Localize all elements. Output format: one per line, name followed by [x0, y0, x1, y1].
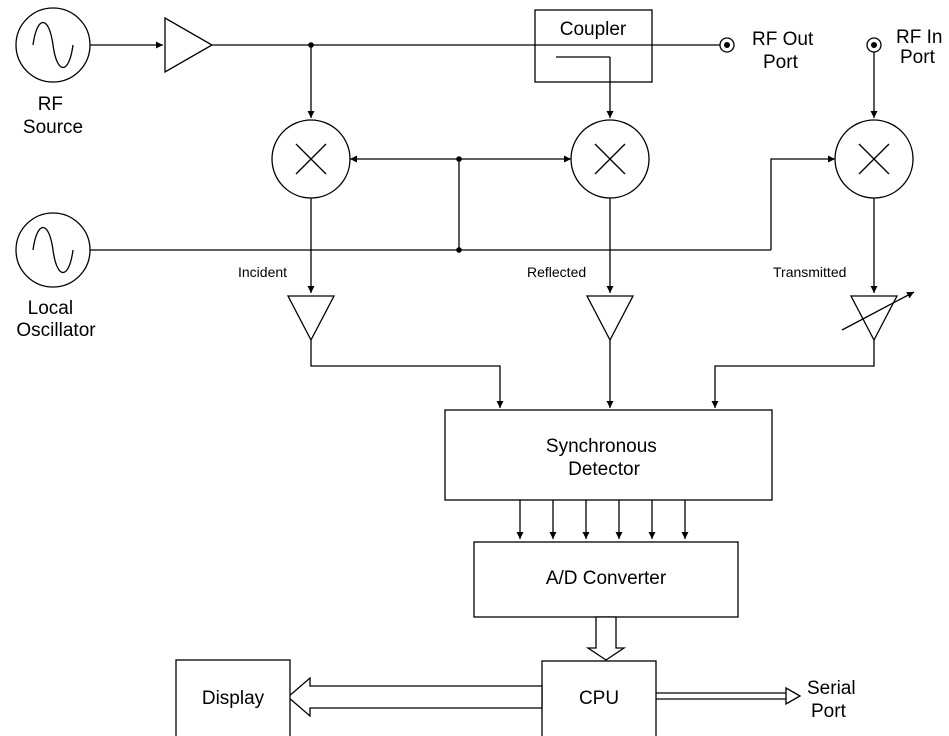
local-oscillator-label: Local Oscillator	[16, 298, 96, 341]
reflected-mixer	[570, 119, 650, 199]
wire-transmitted-to-detector	[711, 340, 875, 408]
display-label: Display	[202, 688, 265, 709]
incident-amplifier	[286, 295, 336, 342]
variable-gain-arrow-icon	[841, 291, 915, 331]
transmitted-label: Transmitted	[773, 264, 846, 280]
incident-mixer	[271, 119, 351, 199]
sine-wave-icon	[32, 22, 74, 68]
rf-in-port-label: RF In Port	[896, 27, 948, 68]
adc-to-cpu-bus-arrow	[585, 616, 627, 661]
cpu-to-serial-port-arrow	[656, 686, 802, 706]
serial-port-label: Serial Port	[807, 678, 861, 722]
wire-lo-to-transmitted-mixer	[770, 155, 835, 250]
display-block	[175, 659, 291, 736]
coupler-label: Coupler	[560, 19, 627, 40]
cpu-to-display-bus-arrow	[287, 676, 543, 718]
rf-amplifier	[164, 16, 214, 74]
incident-label: Incident	[238, 264, 287, 280]
coupler-block	[534, 9, 653, 83]
ad-converter-block	[473, 541, 739, 618]
rf-out-port-label: RF Out Port	[752, 29, 819, 73]
transmitted-mixer	[834, 119, 914, 199]
reflected-label: Reflected	[527, 264, 586, 280]
ad-converter-label: A/D Converter	[546, 568, 667, 589]
rf-in-port-connector	[866, 37, 882, 53]
cpu-label: CPU	[579, 688, 619, 709]
local-oscillator	[15, 212, 91, 288]
rf-source	[15, 7, 91, 83]
synchronous-detector-block	[444, 409, 773, 501]
wire-incident-to-detector	[310, 340, 504, 408]
reflected-amplifier	[585, 295, 635, 342]
rf-out-port-connector	[719, 37, 735, 53]
detector-output-lines	[516, 500, 689, 539]
synchronous-detector-label: Synchronous Detector	[546, 436, 662, 480]
transmitted-variable-amplifier	[849, 295, 899, 342]
sine-wave-icon	[32, 227, 74, 273]
rf-source-label: RF Source	[23, 94, 83, 138]
cpu-block	[541, 660, 657, 736]
